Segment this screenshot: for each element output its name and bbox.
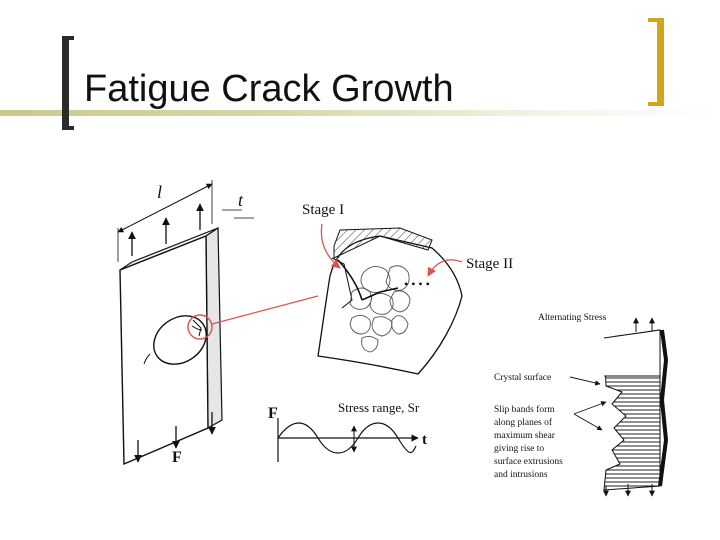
left-title-bracket	[62, 36, 74, 130]
slip-line-6: and intrusions	[494, 470, 548, 480]
force-label: F	[172, 449, 182, 466]
slip-bands-text: Slip bands form along planes of maximum …	[494, 404, 563, 480]
crack-callout	[187, 295, 319, 340]
stage-1-label: Stage I	[302, 202, 344, 218]
crack-dots: • • • •	[404, 277, 430, 291]
slip-line-2: along planes of	[494, 417, 553, 428]
stage-2-label: Stage II	[466, 256, 513, 272]
slip-line-4: giving rise to	[494, 444, 544, 454]
plot-f-label: F	[268, 405, 278, 422]
slip-line-1: Slip bands form	[494, 404, 555, 415]
crack-enlarged-view: • • • •	[317, 227, 463, 375]
stage-2-annotation: Stage II	[427, 256, 513, 277]
slip-line-3: maximum shear	[494, 431, 556, 441]
plate-specimen	[119, 226, 223, 466]
plot-t-label: t	[422, 432, 427, 448]
dimension-t: t	[222, 190, 254, 219]
title-underline-band	[0, 110, 720, 116]
stress-range-plot: F t Stress range, Sr	[268, 400, 427, 462]
slip-line-5: surface extrusions	[494, 456, 563, 467]
right-title-bracket	[648, 18, 664, 106]
dimension-l-label: l	[157, 182, 162, 202]
dimension-l: l	[117, 180, 213, 262]
bottom-force-arrows: F	[134, 412, 216, 466]
dimension-t-label: t	[238, 190, 244, 210]
crystal-surface-label: Crystal surface	[494, 372, 551, 383]
alternating-stress-label: Alternating Stress	[538, 313, 607, 323]
stress-range-label: Stress range, Sr	[338, 400, 420, 415]
slide-title: Fatigue Crack Growth	[84, 68, 454, 110]
crystal-surface-figure: Alternating Stress Crystal surface Slip …	[494, 313, 669, 497]
stage-1-annotation: Stage I	[302, 202, 344, 269]
